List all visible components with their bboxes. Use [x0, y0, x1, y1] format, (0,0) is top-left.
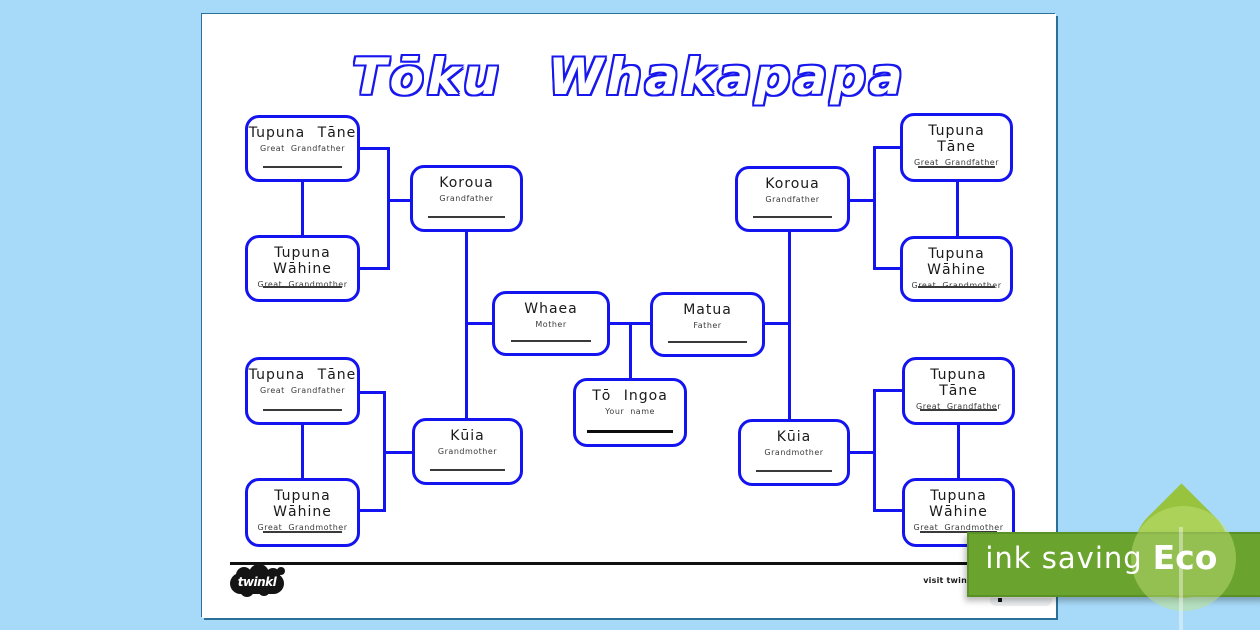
tree-connector	[873, 267, 900, 270]
box-great-grandfather-bottom-right: Tupuna Tāne Great Grandfather	[902, 357, 1015, 425]
name-write-line[interactable]	[427, 216, 505, 218]
box-grandfather-left: Koroua Grandfather	[410, 165, 523, 232]
tree-connector	[360, 267, 390, 270]
hidden-footer-element	[990, 598, 1052, 606]
name-write-line[interactable]	[919, 531, 997, 533]
visit-twinkl-text: visit twin	[923, 576, 967, 585]
tree-connector	[465, 232, 468, 418]
page-title: Tōku Whakapapa	[352, 48, 906, 106]
tree-connector	[765, 322, 791, 325]
name-write-line[interactable]	[917, 286, 995, 288]
tree-connector	[360, 147, 390, 150]
logo-wordmark: twinkl	[237, 575, 277, 589]
box-great-grandfather-bottom-left: Tupuna Tāne Great Grandfather	[245, 357, 360, 425]
name-write-line[interactable]	[586, 430, 674, 433]
tree-connector	[788, 232, 791, 419]
box-great-grandmother-bottom-right: Tupuna Wāhine Great Grandmother	[902, 478, 1015, 547]
worksheet-page: Tōku Whakapapa Tupuna Tāne Great Grandfa…	[202, 14, 1056, 618]
tree-connector	[850, 451, 875, 454]
tree-connector	[301, 425, 304, 478]
box-grandfather-right: Koroua Grandfather	[735, 166, 850, 232]
box-father: Matua Father	[650, 292, 765, 357]
eco-label: Eco	[1152, 538, 1218, 577]
name-write-line[interactable]	[263, 531, 342, 533]
tree-connector	[873, 146, 876, 270]
tree-connector	[873, 389, 876, 512]
tree-connector	[873, 389, 902, 392]
box-grandmother-right: Kūia Grandmother	[738, 419, 850, 486]
box-great-grandfather-top-right: Tupuna Tāne Great Grandfather	[900, 113, 1013, 182]
name-write-line[interactable]	[429, 469, 506, 471]
box-great-grandmother-bottom-left: Tupuna Wāhine Great Grandmother	[245, 478, 360, 547]
tree-connector	[873, 509, 902, 512]
box-mother: Whaea Mother	[492, 291, 610, 356]
ink-saving-badge	[967, 532, 1260, 597]
tree-connector	[957, 425, 960, 478]
hidden-footer-element-dot	[998, 598, 1002, 602]
name-write-line[interactable]	[755, 470, 833, 472]
box-great-grandmother-top-right: Tupuna Wāhine Great Grandmother	[900, 236, 1013, 302]
tree-connector	[383, 451, 412, 454]
name-write-line[interactable]	[263, 286, 342, 288]
logo-cloud-body	[230, 573, 284, 594]
footer-divider	[230, 562, 1036, 565]
name-write-line[interactable]	[917, 166, 995, 168]
tree-connector	[873, 146, 900, 149]
tree-connector	[387, 147, 390, 270]
tree-connector	[387, 199, 410, 202]
eco-leaf-vein	[1179, 527, 1183, 630]
ink-saving-label: ink saving	[985, 541, 1143, 575]
box-grandmother-left: Kūia Grandmother	[412, 418, 523, 485]
name-write-line[interactable]	[753, 216, 832, 218]
tree-connector	[465, 322, 492, 325]
name-write-line[interactable]	[263, 166, 342, 168]
name-write-line[interactable]	[919, 409, 997, 411]
tree-connector	[360, 509, 385, 512]
name-write-line[interactable]	[668, 341, 747, 343]
tree-connector	[956, 182, 959, 236]
box-great-grandmother-top-left: Tupuna Wāhine Great Grandmother	[245, 235, 360, 302]
tree-connector	[629, 322, 632, 378]
eco-leaf-highlight	[1131, 506, 1236, 611]
tree-connector	[360, 391, 385, 394]
logo-cloud-bump	[277, 567, 285, 575]
name-write-line[interactable]	[510, 340, 592, 342]
twinkl-logo: twinkl	[230, 564, 288, 601]
tree-connector	[301, 182, 304, 235]
box-great-grandfather-top-left: Tupuna Tāne Great Grandfather	[245, 115, 360, 182]
name-write-line[interactable]	[263, 409, 342, 411]
box-your-name: Tō Ingoa Your name	[573, 378, 687, 447]
tree-connector	[850, 199, 875, 202]
